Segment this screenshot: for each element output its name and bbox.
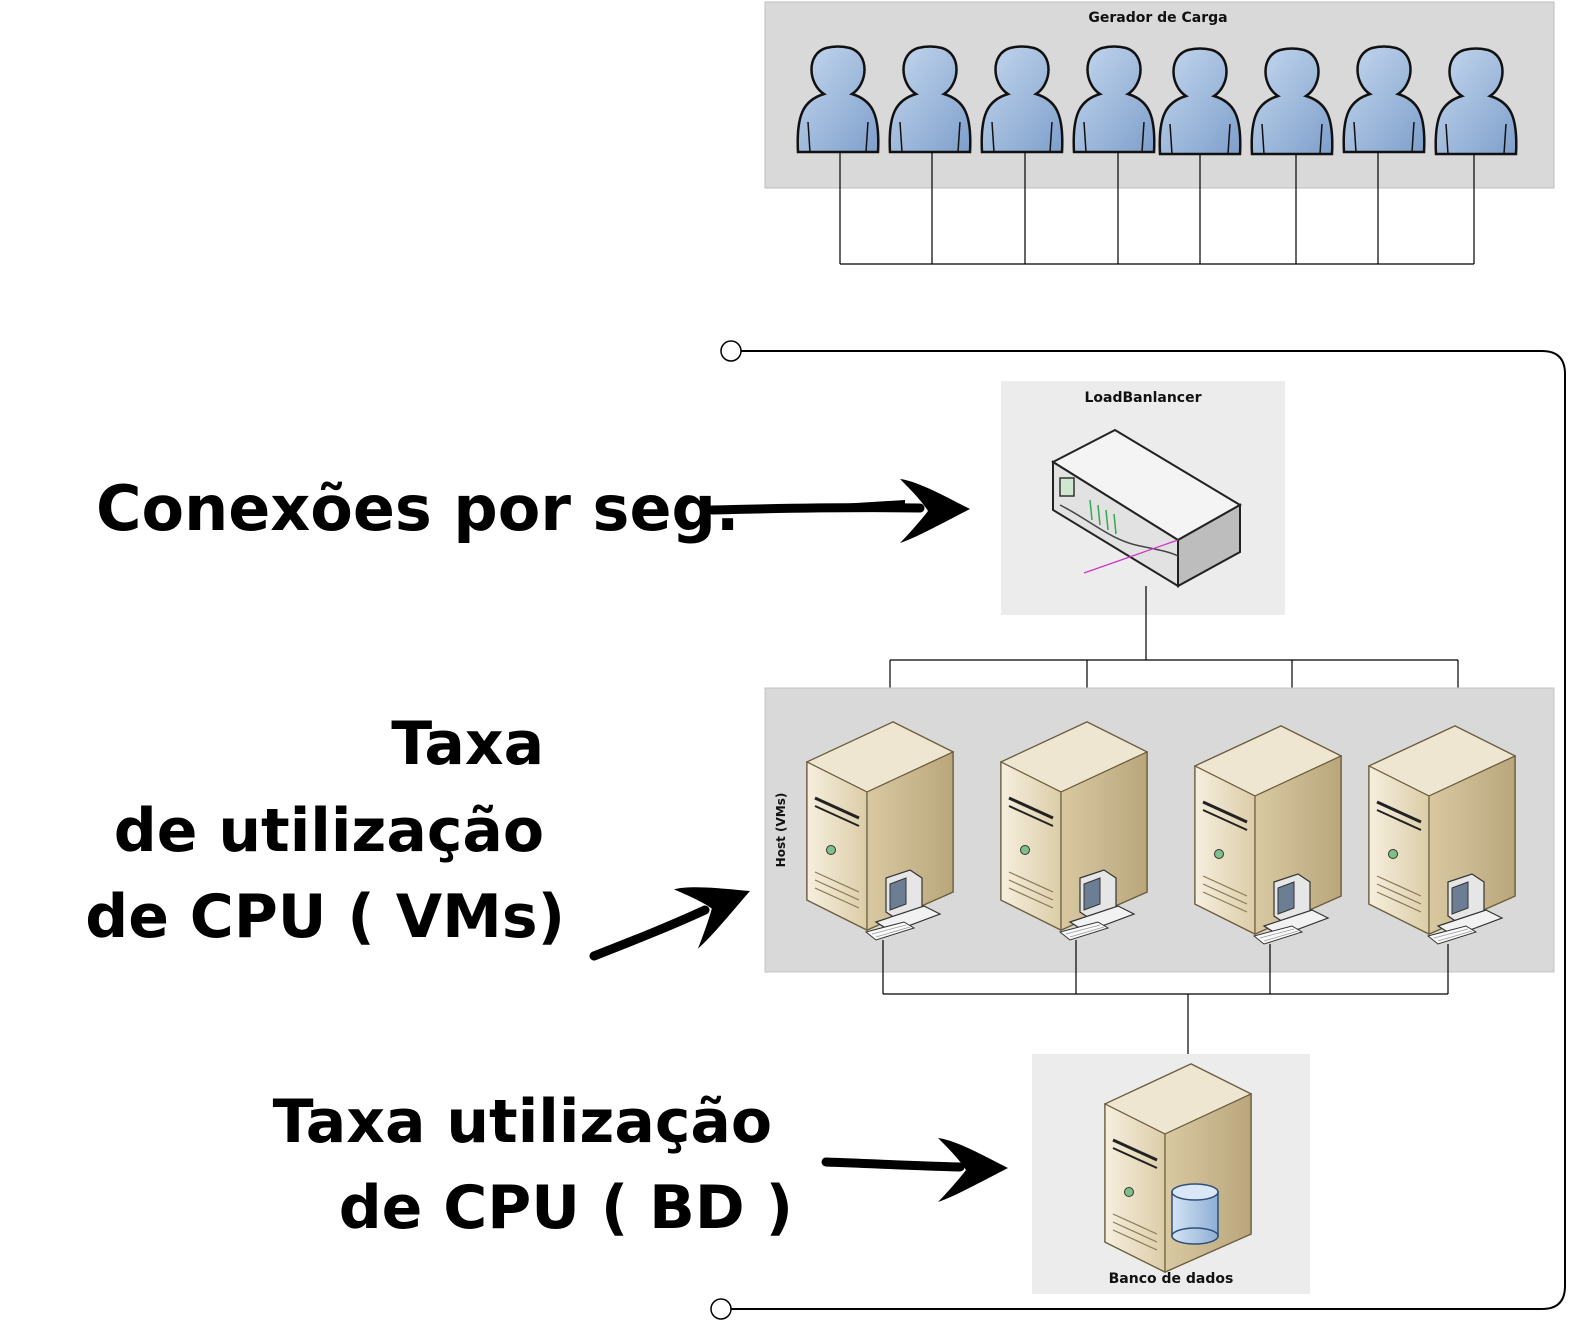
connections-arrow	[707, 479, 970, 543]
load-generator-group	[764, 1, 1555, 189]
connections-annotation: Conexões por seg.	[96, 472, 739, 545]
load-balancer-label: LoadBanlancer	[1084, 390, 1201, 406]
db-cpu-arrow	[821, 1138, 1008, 1202]
database-label: Banco de dados	[1109, 1271, 1234, 1287]
system-connector	[710, 340, 1566, 1320]
db-cpu-annotation: Taxa utilização de CPU ( BD )	[273, 1087, 793, 1243]
server-icon	[1193, 724, 1343, 936]
server-icon	[805, 720, 955, 932]
database-cylinder-icon	[1171, 1183, 1219, 1245]
vm-cpu-annotation: Taxa de utilização de CPU ( VMs)	[85, 709, 565, 952]
vm-cpu-arrow	[589, 863, 763, 961]
user-connectors	[839, 152, 1475, 265]
database-server	[1103, 1062, 1253, 1274]
load-balancer-device	[1050, 428, 1242, 588]
load-generator-label: Gerador de Carga	[1088, 10, 1227, 26]
db-connector	[882, 940, 1449, 1062]
host-label: Host (VMs)	[774, 793, 788, 868]
server-icon	[1367, 724, 1517, 936]
server-icon	[999, 720, 1149, 932]
